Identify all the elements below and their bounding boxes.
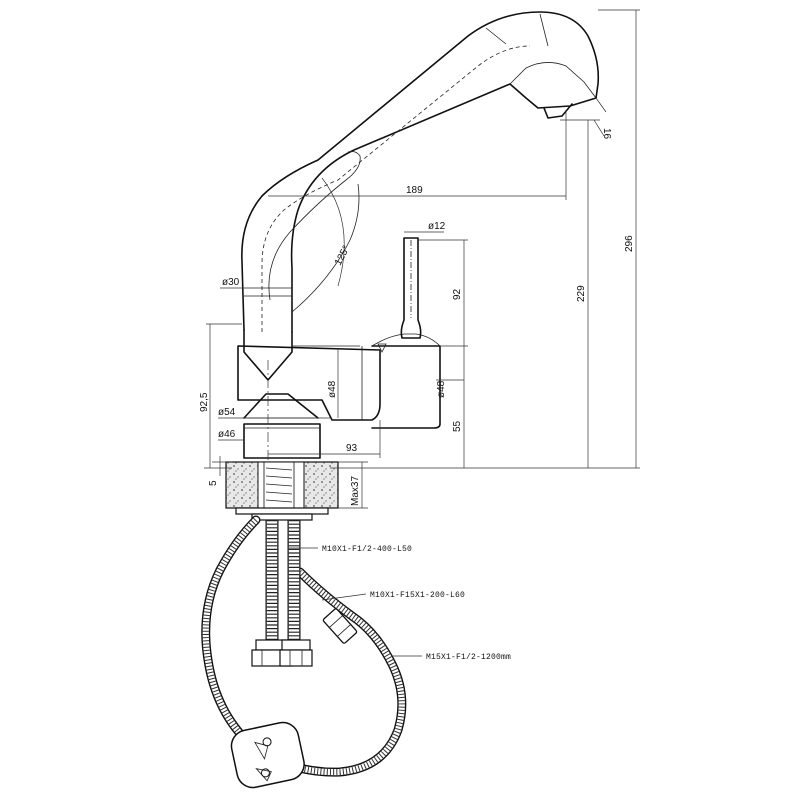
label-d54: ø54 — [218, 407, 236, 418]
spout-outer-contour — [241, 11, 600, 333]
dim-line-16 — [593, 97, 607, 137]
label-hose-1: M10X1-F1/2-400-L50 — [322, 545, 412, 554]
label-h5: 5 — [208, 480, 219, 486]
spout-inner-channel — [261, 45, 531, 332]
hose-connector — [322, 608, 358, 644]
base-cone — [243, 393, 319, 419]
mounting-nut — [251, 513, 313, 521]
dim-arc-125 — [321, 177, 345, 287]
label-w93: 93 — [346, 443, 358, 454]
hex-nut-2-body — [279, 649, 313, 667]
label-angle: 125° — [333, 244, 352, 267]
lever — [400, 237, 422, 339]
spray-head-line — [485, 13, 549, 47]
pullout-hose-ribs — [202, 517, 405, 776]
label-h92: 92 — [452, 288, 463, 300]
label-d30: ø30 — [222, 277, 240, 288]
spout-hose-curve — [268, 151, 361, 301]
hex-nut-2 — [281, 639, 311, 651]
label-hose-2: M10X1-F15X1-200-L60 — [370, 591, 465, 600]
hose-fittings — [230, 608, 358, 789]
hoses — [201, 515, 407, 777]
dimension-labels: ø30 125° 189 ø12 92 ø48 ø48 92,5 ø54 ø46… — [199, 128, 635, 506]
mounting-washer — [235, 507, 329, 515]
label-reach: 189 — [406, 185, 423, 196]
label-h229: 229 — [576, 285, 587, 302]
label-h92-5: 92,5 — [199, 392, 210, 412]
countertop-section — [225, 461, 339, 521]
hose-weight — [230, 721, 305, 789]
label-hose-3: M15X1-F1/2-1200mm — [426, 653, 511, 662]
spout-bottom-cone — [243, 329, 293, 381]
leader-hose-2 — [321, 593, 367, 601]
label-max37: Max37 — [350, 476, 361, 506]
base-collar — [243, 423, 321, 459]
label-h296: 296 — [624, 235, 635, 252]
handle-cartridge — [371, 345, 441, 429]
dimension-lines — [204, 9, 640, 657]
spray-nozzle — [543, 103, 573, 119]
hose-spec-labels: M10X1-F1/2-400-L50 M10X1-F15X1-200-L60 M… — [322, 545, 511, 662]
spout-hose-curve-2 — [291, 183, 360, 313]
label-d48-body: ø48 — [327, 380, 338, 398]
label-d16: 16 — [601, 128, 612, 140]
label-h55: 55 — [452, 420, 463, 432]
handle-cap — [371, 333, 441, 347]
label-d46: ø46 — [218, 429, 236, 440]
label-d48-handle: ø48 — [436, 380, 447, 398]
body-contour — [237, 345, 381, 421]
shank-threads — [265, 467, 293, 503]
spray-head-ring — [509, 62, 597, 99]
lever-detail — [377, 343, 387, 353]
label-d12: ø12 — [428, 221, 446, 232]
